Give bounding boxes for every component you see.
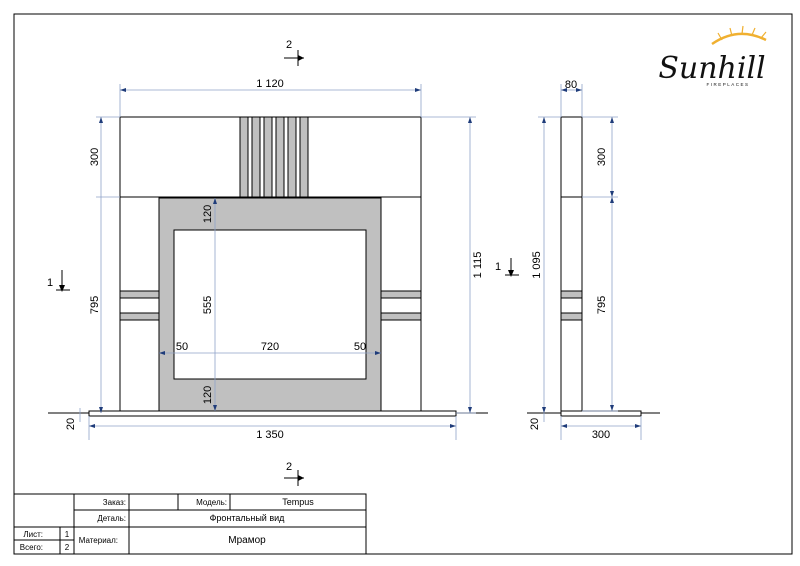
order-label: Заказ:	[103, 498, 126, 507]
side-profile-body	[560, 116, 583, 412]
dim-side-right: 50	[354, 341, 366, 353]
total-label: Всего:	[20, 543, 43, 552]
dim-side-lower-height: 795	[596, 296, 608, 314]
dim-lower-height: 795	[89, 296, 101, 314]
side-groove-lower	[560, 312, 583, 321]
side-view: 80 300 795 1 095 20 300	[527, 79, 660, 441]
dim-opening-width: 720	[261, 341, 279, 353]
logo-wordmark: Sunhill	[658, 51, 765, 86]
sheet-label: Лист:	[23, 530, 43, 539]
model-value: Tempus	[282, 497, 314, 507]
dim-base-width: 1 350	[256, 429, 284, 441]
svg-text:1: 1	[47, 277, 53, 289]
dim-top-height: 300	[89, 148, 101, 166]
title-block	[13, 493, 367, 555]
logo-sun-arc	[711, 32, 767, 46]
dim-portal-top: 120	[202, 205, 214, 223]
dim-portal-bottom: 120	[202, 386, 214, 404]
drawing-frame	[13, 13, 793, 555]
dim-side-left: 50	[176, 341, 188, 353]
dim-overall-width: 1 120	[256, 78, 284, 90]
section-marker-left: 1	[47, 270, 70, 292]
side-groove-upper	[560, 290, 583, 299]
svg-text:1: 1	[495, 261, 501, 273]
detail-value: Фронтальный вид	[210, 513, 286, 523]
total-value: 2	[65, 543, 70, 552]
dim-side-base-height: 20	[529, 418, 541, 430]
dim-total-height: 1 115	[472, 252, 484, 279]
svg-text:2: 2	[286, 461, 292, 473]
dim-opening-height: 555	[202, 296, 214, 314]
svg-text:2: 2	[286, 39, 292, 51]
sheet-value: 1	[65, 530, 70, 539]
dim-side-depth-top: 80	[565, 79, 577, 91]
model-label: Модель:	[196, 498, 227, 507]
dim-side-base-depth: 300	[592, 429, 610, 441]
side-grooves	[119, 290, 422, 321]
material-label: Материал:	[79, 536, 118, 545]
front-base-plinth	[88, 410, 457, 417]
top-flutes	[239, 116, 309, 198]
side-base-plinth	[560, 410, 642, 417]
logo-subtitle: FIREPLACES	[706, 82, 749, 87]
section-marker-right: 1	[495, 258, 519, 277]
detail-label: Деталь:	[97, 514, 126, 523]
firebox-opening	[173, 229, 367, 380]
front-view: 1 120 1 350 300 795 1 115 20 120 555 120…	[48, 78, 488, 441]
section-marker-top: 2	[284, 39, 304, 66]
dim-base-height: 20	[65, 418, 77, 430]
section-marker-bottom: 2	[284, 461, 304, 486]
material-value: Мрамор	[228, 535, 266, 546]
dim-side-top-height: 300	[596, 148, 608, 166]
dim-side-total-height: 1 095	[531, 251, 543, 279]
sunhill-logo: Sunhill FIREPLACES	[658, 25, 767, 87]
